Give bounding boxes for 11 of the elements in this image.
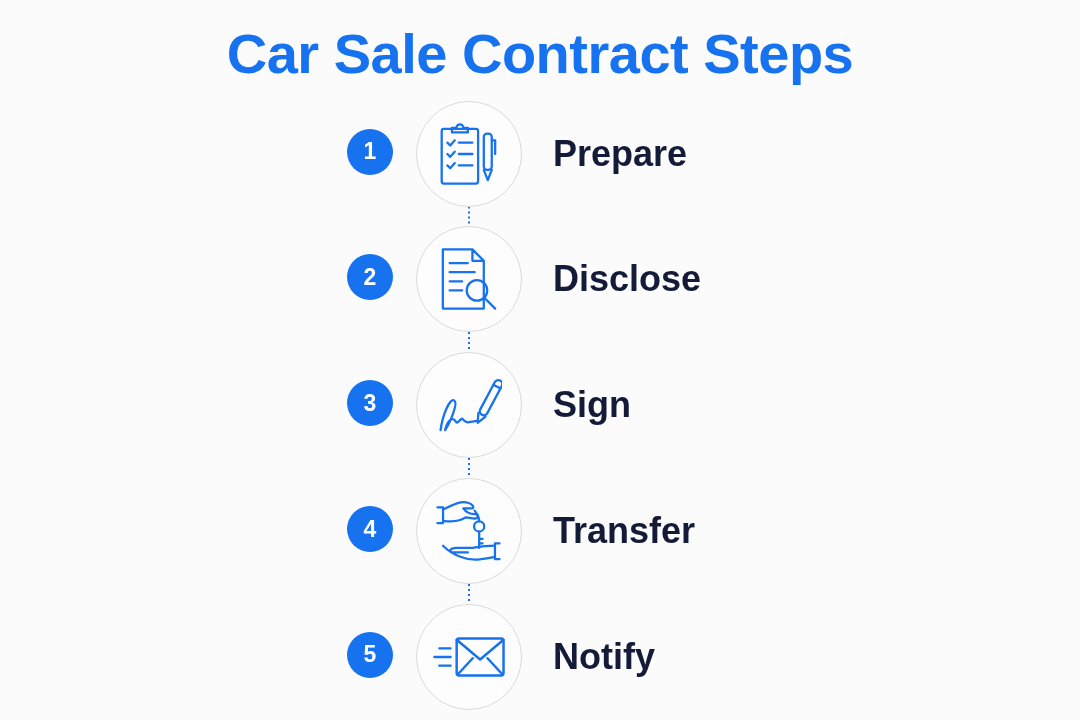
step-number: 2: [347, 254, 393, 300]
step-label: Transfer: [553, 513, 696, 549]
step-label: Disclose: [553, 261, 702, 297]
dotted-connector: [468, 205, 470, 227]
step-number: 5: [347, 631, 393, 678]
step-number: 4: [347, 506, 393, 552]
step-label: Sign: [553, 387, 631, 423]
step-number: 3: [347, 380, 393, 426]
step-label: Notify: [553, 638, 655, 675]
step-number: 1: [347, 128, 393, 175]
step-label: Prepare: [553, 135, 688, 172]
